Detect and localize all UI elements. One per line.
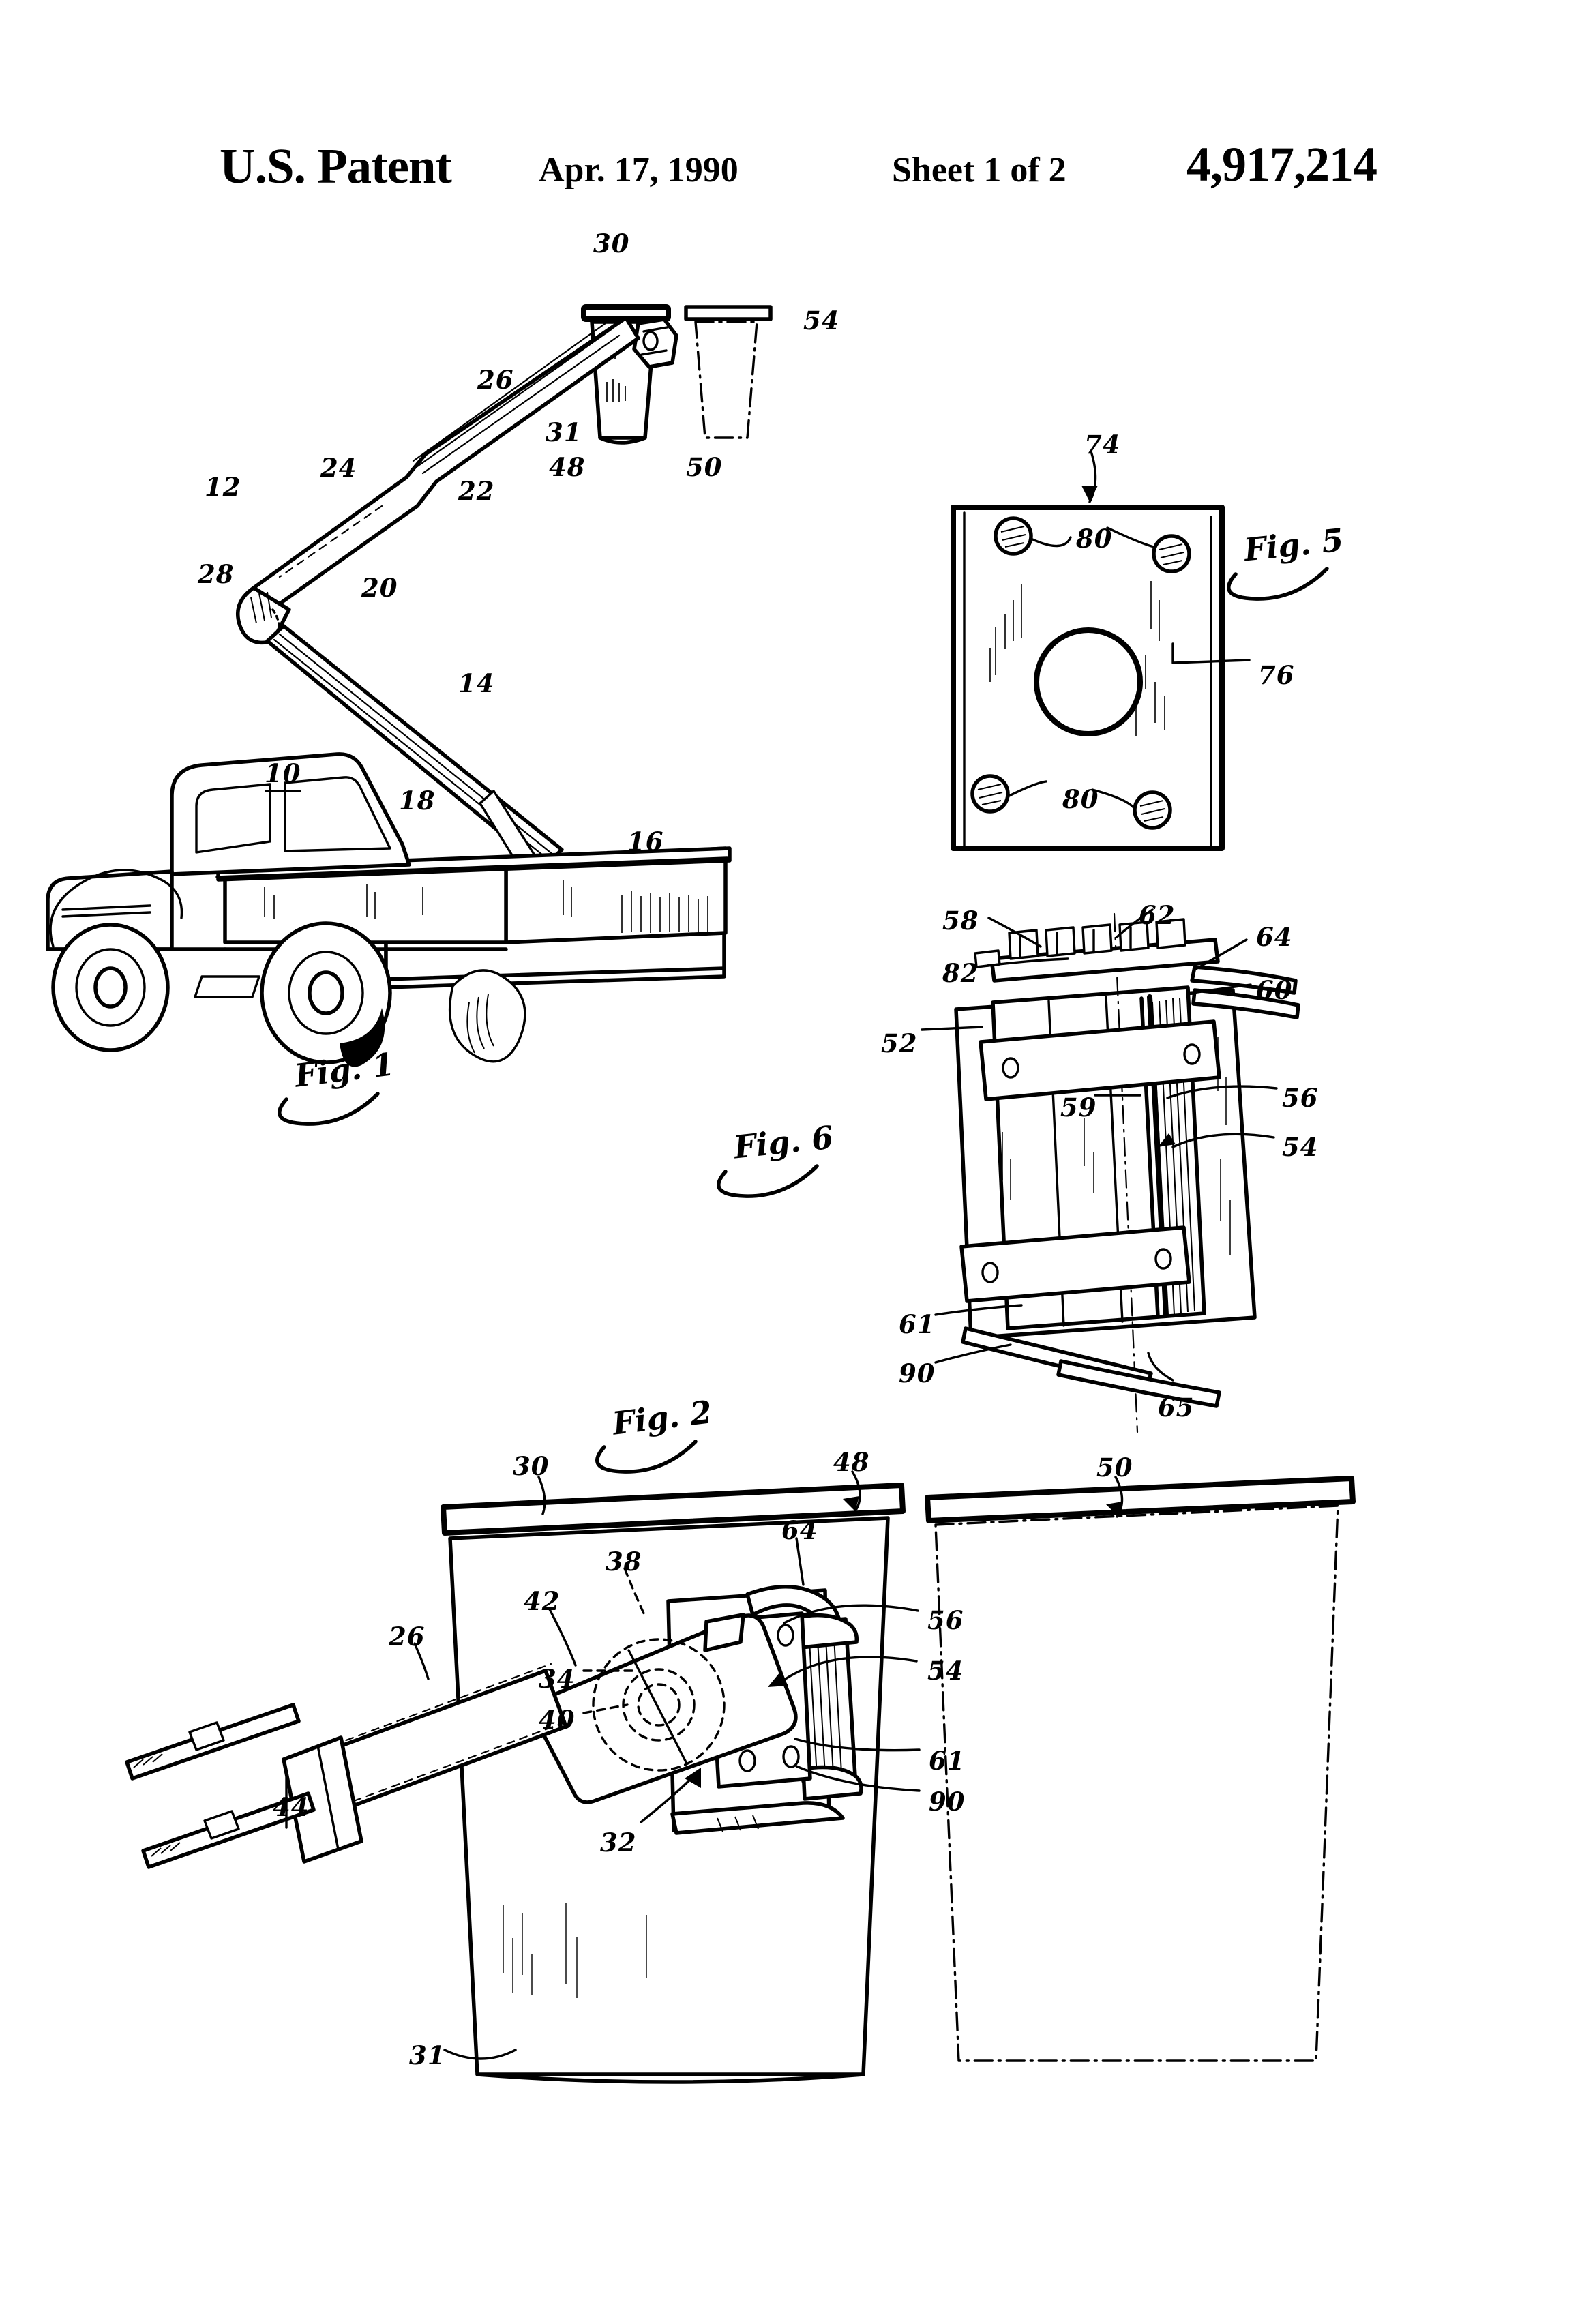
figure-1-truck-boom bbox=[46, 304, 773, 1067]
numeral-14-fig1: 14 bbox=[458, 668, 495, 698]
numeral-30-fig2: 30 bbox=[513, 1451, 550, 1481]
numeral-26-fig1: 26 bbox=[477, 365, 514, 395]
truck-wheel-rear bbox=[260, 921, 392, 1067]
numeral-26-fig2: 26 bbox=[389, 1622, 426, 1652]
numeral-64-fig2: 64 bbox=[781, 1515, 818, 1545]
numeral-16-fig1: 16 bbox=[627, 826, 664, 856]
numeral-59-fig6: 59 bbox=[1060, 1092, 1097, 1122]
truck-wheel-rear-2 bbox=[448, 969, 526, 1063]
numeral-50-fig2: 50 bbox=[1096, 1452, 1133, 1483]
numeral-76-fig5: 76 bbox=[1258, 660, 1295, 690]
numeral-56-fig2: 56 bbox=[927, 1605, 964, 1635]
numeral-61-fig6: 61 bbox=[899, 1309, 936, 1339]
plate-screws bbox=[970, 516, 1191, 830]
numeral-20-fig1: 20 bbox=[361, 573, 398, 603]
boom-head-bracket bbox=[632, 317, 678, 369]
numeral-22-fig1: 22 bbox=[458, 476, 495, 506]
numeral-58-fig6: 58 bbox=[942, 906, 979, 936]
figure-6-bracket-assembly bbox=[921, 908, 1300, 1433]
numeral-12-fig1: 12 bbox=[205, 472, 241, 502]
numeral-42-fig2: 42 bbox=[524, 1586, 561, 1616]
numeral-74-fig5: 74 bbox=[1084, 430, 1121, 460]
numeral-90-fig2: 90 bbox=[929, 1787, 966, 1817]
numeral-54-fig2: 54 bbox=[927, 1656, 964, 1686]
numeral-54-fig6: 54 bbox=[1282, 1132, 1319, 1162]
numeral-24-fig1: 24 bbox=[320, 453, 357, 483]
numeral-38-fig2: 38 bbox=[606, 1547, 642, 1577]
patent-header: U.S. Patent Apr. 17, 1990 Sheet 1 of 2 4… bbox=[0, 135, 1582, 210]
numeral-50-fig1: 50 bbox=[686, 452, 723, 482]
numeral-62-fig6: 62 bbox=[1139, 900, 1176, 930]
truck-wheel-front bbox=[49, 869, 183, 1052]
numeral-31-fig2: 31 bbox=[409, 2040, 446, 2070]
hinge-knuckles-top bbox=[974, 918, 1220, 983]
numeral-80-fig5-bot: 80 bbox=[1062, 784, 1099, 814]
truck-body bbox=[46, 752, 732, 1067]
numeral-34-fig2: 34 bbox=[539, 1664, 576, 1694]
numeral-28-fig1: 28 bbox=[198, 559, 235, 589]
bucket-50 bbox=[684, 305, 773, 439]
numeral-10-fig1: 10 bbox=[265, 758, 301, 792]
patent-number: 4,917,214 bbox=[1186, 137, 1377, 192]
numeral-60-fig6: 60 bbox=[1256, 975, 1293, 1005]
numeral-40-fig2: 40 bbox=[539, 1705, 576, 1735]
figure-5-mounting-plate bbox=[951, 450, 1251, 851]
numeral-48-fig1: 48 bbox=[549, 452, 586, 482]
numeral-48-fig2: 48 bbox=[833, 1447, 870, 1477]
numeral-64-fig6: 64 bbox=[1256, 922, 1293, 952]
numeral-54-fig1: 54 bbox=[803, 306, 840, 336]
numeral-90-fig6: 90 bbox=[899, 1358, 936, 1388]
patent-office-title: U.S. Patent bbox=[220, 138, 452, 194]
numeral-80-fig5-top: 80 bbox=[1076, 524, 1113, 554]
numeral-31-fig1: 31 bbox=[546, 417, 582, 447]
numeral-61-fig2: 61 bbox=[929, 1746, 966, 1776]
numeral-32-fig2: 32 bbox=[600, 1828, 637, 1858]
figure-2-bucket-detail bbox=[125, 1470, 1356, 2084]
sheet-indicator: Sheet 1 of 2 bbox=[892, 150, 1582, 210]
numeral-56-fig6: 56 bbox=[1282, 1083, 1319, 1113]
patent-date: Apr. 17, 1990 bbox=[539, 151, 738, 190]
bucket-50-large bbox=[925, 1476, 1356, 2062]
numeral-52-fig6: 52 bbox=[881, 1028, 918, 1058]
numeral-18-fig1: 18 bbox=[399, 786, 436, 816]
numeral-44-fig2: 44 bbox=[273, 1792, 310, 1822]
numeral-65-fig6: 65 bbox=[1158, 1392, 1195, 1422]
numeral-30-fig1: 30 bbox=[593, 228, 630, 258]
numeral-82-fig6: 82 bbox=[942, 958, 979, 988]
boom-arm-detail bbox=[125, 1663, 573, 1869]
